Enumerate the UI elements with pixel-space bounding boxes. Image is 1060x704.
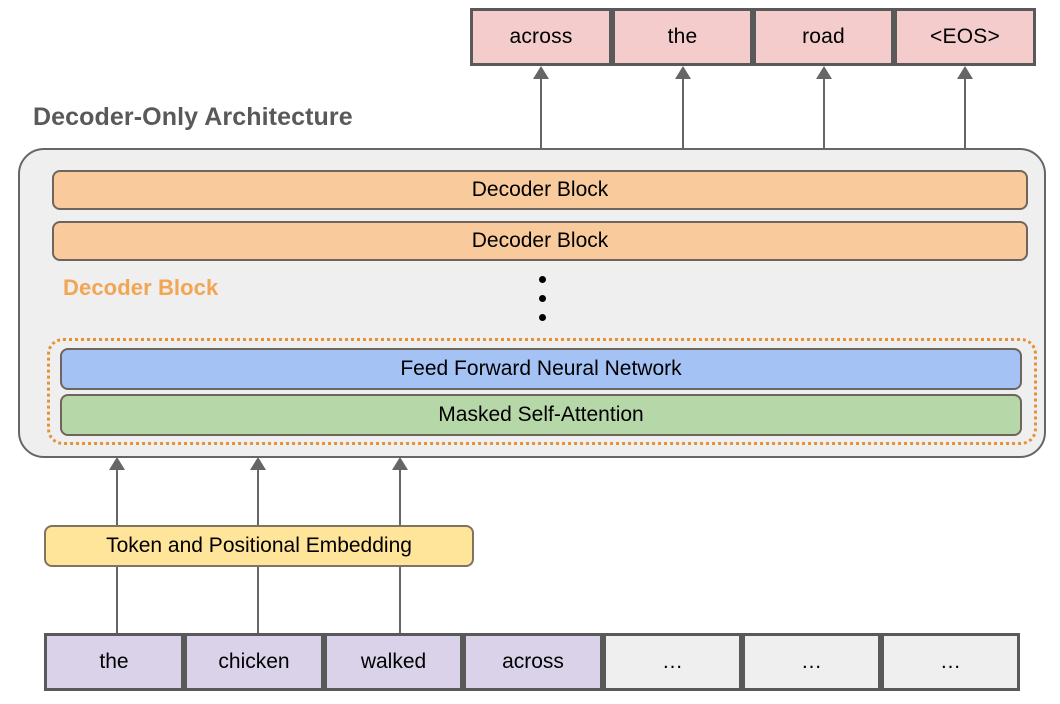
output-arrow-line [964, 79, 966, 148]
masked-self-attention-layer: Masked Self-Attention [60, 394, 1022, 436]
input-token-cell: walked [324, 633, 463, 691]
input-token-cell: across [463, 633, 603, 691]
output-arrow-line [823, 79, 825, 148]
input-connector-line [116, 567, 118, 633]
embedding-arrow-line [116, 470, 118, 525]
input-token-cell: … [881, 633, 1020, 691]
output-arrow-head [816, 66, 832, 79]
token-positional-embedding-box: Token and Positional Embedding [44, 525, 474, 567]
input-token-cell: chicken [184, 633, 324, 691]
input-token-cell: the [44, 633, 184, 691]
ellipsis-dot [539, 295, 546, 302]
ellipsis-dot [539, 276, 546, 283]
embedding-arrow-head [109, 457, 125, 470]
output-arrow-line [540, 79, 542, 148]
ellipsis-dot [539, 314, 546, 321]
input-connector-line [257, 567, 259, 633]
output-token-cell: road [753, 8, 894, 66]
feed-forward-layer: Feed Forward Neural Network [60, 348, 1022, 390]
output-token-cell: <EOS> [894, 8, 1036, 66]
output-arrow-line [682, 79, 684, 148]
page-title: Decoder-Only Architecture [33, 103, 353, 131]
embedding-arrow-head [392, 457, 408, 470]
embedding-arrow-head [250, 457, 266, 470]
output-token-cell: across [470, 8, 612, 66]
inner-decoder-block-caption: Decoder Block [63, 275, 219, 300]
output-token-cell: the [612, 8, 753, 66]
embedding-arrow-line [257, 470, 259, 525]
embedding-arrow-line [399, 470, 401, 525]
inner-decoder-block-outline [47, 338, 1037, 445]
output-arrow-head [675, 66, 691, 79]
decoder-block-row: Decoder Block [52, 221, 1028, 261]
output-arrow-head [957, 66, 973, 79]
output-arrow-head [533, 66, 549, 79]
decoder-block-row: Decoder Block [52, 170, 1028, 210]
input-token-cell: … [603, 633, 742, 691]
input-connector-line [399, 567, 401, 633]
input-token-cell: … [742, 633, 881, 691]
